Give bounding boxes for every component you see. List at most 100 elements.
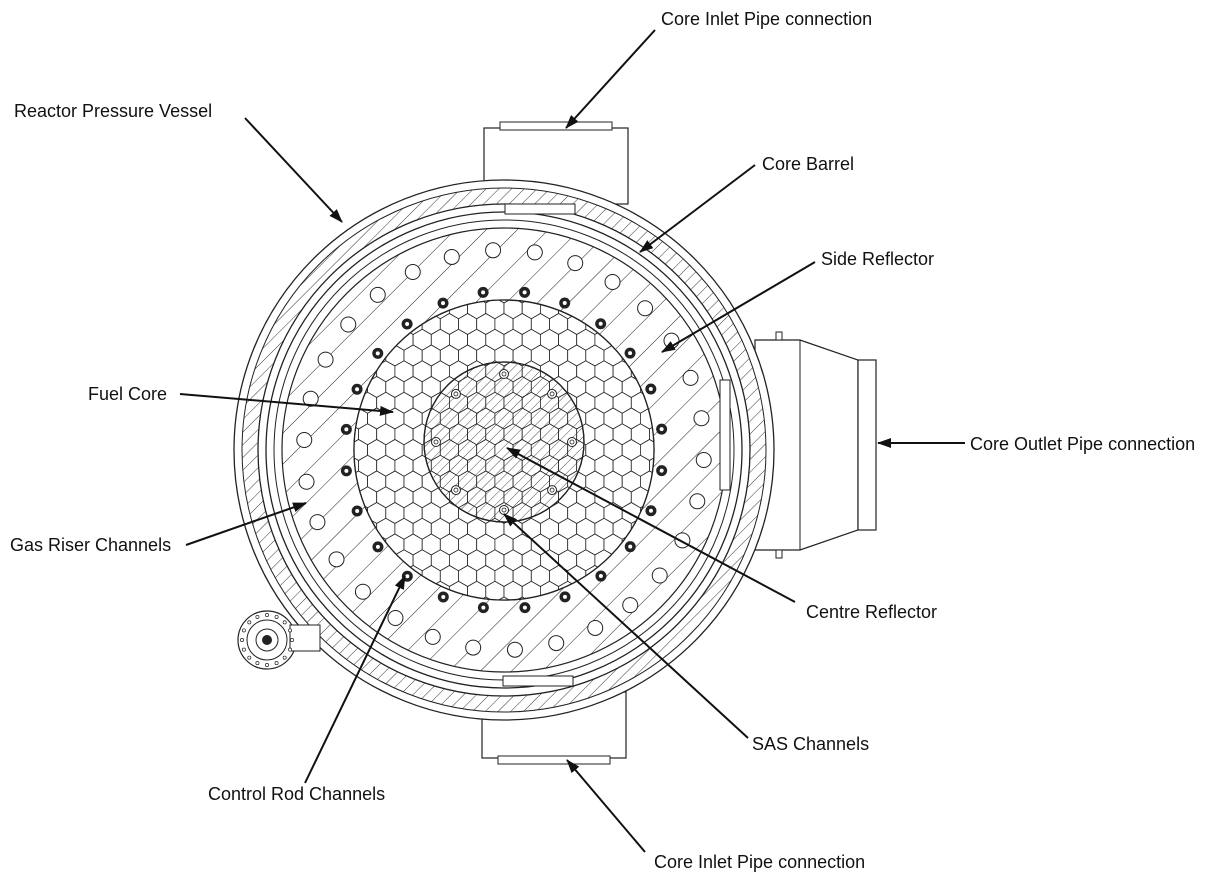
control-rod-channel-bore <box>562 301 567 306</box>
sas-channel-bore <box>549 391 555 397</box>
gas-riser-channel <box>298 473 315 490</box>
arrow-centre-reflector <box>506 447 796 603</box>
arrow-vessel <box>244 117 343 223</box>
gas-riser-channel <box>485 242 502 259</box>
label-vessel: Reactor Pressure Vessel <box>14 101 212 121</box>
sas-channels <box>431 369 577 515</box>
mechanism-bolt <box>265 613 269 617</box>
control-rod-channel-bore <box>375 544 380 549</box>
control-rod-channel-bore <box>659 468 664 473</box>
sas-channel-bore <box>453 391 459 397</box>
control-rod-channel-bore <box>562 594 567 599</box>
arrow-gas-riser <box>185 502 307 546</box>
label-control-rod: Control Rod Channels <box>208 784 385 804</box>
gas-riser-channel <box>387 609 404 626</box>
sas-channel <box>431 437 441 447</box>
gas-riser-channel <box>354 583 371 600</box>
gas-riser-channel <box>309 514 326 531</box>
gas-riser-channel <box>622 597 639 614</box>
control-rod-channel-bore <box>375 351 380 356</box>
control-rod-channel-bore <box>481 605 486 610</box>
mechanism-bolt <box>288 628 293 633</box>
sas-channel <box>450 388 461 399</box>
gas-riser-channel <box>506 641 523 658</box>
gas-riser-channel <box>587 619 604 636</box>
gas-riser-channel <box>548 635 565 652</box>
control-rod-channel-bore <box>659 427 664 432</box>
label-inlet-top: Core Inlet Pipe connection <box>661 9 872 29</box>
outlet-nozzle <box>754 331 877 559</box>
arrow-fuel-core <box>179 393 394 416</box>
sas-channel <box>499 369 509 379</box>
label-inlet-bottom: Core Inlet Pipe connection <box>654 852 865 872</box>
sas-channel-bore <box>569 439 575 445</box>
gas-riser-channel <box>651 567 668 584</box>
arrow-side-reflector <box>661 261 816 353</box>
mechanism-bolt <box>255 614 260 619</box>
control-rod-channel-bore <box>344 468 349 473</box>
leader-lines <box>179 29 965 853</box>
control-rod-channel-bore <box>355 508 360 513</box>
control-rod-channel-bore <box>344 427 349 432</box>
control-rod-channel-bore <box>628 351 633 356</box>
mechanism-bolt <box>255 661 260 666</box>
control-rod-channel-bore <box>441 594 446 599</box>
control-rod-channel-bore <box>481 290 486 295</box>
fuel-block-hex <box>512 596 532 600</box>
gas-riser-channel <box>526 244 543 261</box>
mechanism-bolt <box>282 620 287 625</box>
gas-riser-channel <box>404 264 421 281</box>
gas-riser-channel <box>302 390 319 407</box>
control-rod-channel-bore <box>405 574 410 579</box>
drive-mechanism <box>237 610 321 670</box>
mechanism-bolt <box>290 638 294 642</box>
sas-channel-bore <box>453 487 459 493</box>
sas-channel <box>547 388 558 399</box>
fuel-block-hex <box>476 596 496 600</box>
control-rod-channel-bore <box>648 387 653 392</box>
sas-channel-bore <box>549 487 555 493</box>
control-rod-channel-bore <box>405 321 410 326</box>
mechanism-bolt <box>274 661 279 666</box>
fuel-block-hex <box>494 596 514 600</box>
gas-riser-channel <box>340 316 357 333</box>
control-rod-channels <box>340 286 668 614</box>
control-rod-channel-bore <box>441 301 446 306</box>
label-centre-reflector: Centre Reflector <box>806 602 937 622</box>
arrow-inlet-bottom <box>566 759 646 853</box>
gas-riser-channel <box>424 628 441 645</box>
mechanism-bolt <box>240 638 244 642</box>
label-barrel: Core Barrel <box>762 154 854 174</box>
control-rod-channel-bore <box>598 321 603 326</box>
label-outlet: Core Outlet Pipe connection <box>970 434 1195 454</box>
control-rod-channel-bore <box>598 574 603 579</box>
gas-riser-channel <box>567 255 584 272</box>
gas-riser-channel <box>296 432 313 449</box>
sas-channel <box>547 485 558 496</box>
gas-riser-channel <box>682 369 699 386</box>
gas-riser-channel <box>695 451 712 468</box>
mechanism-bolt <box>241 628 246 633</box>
sas-channel-bore <box>433 439 439 445</box>
gas-riser-channel <box>689 493 706 510</box>
gas-riser-channel <box>637 300 654 317</box>
mechanism-bolt <box>288 647 293 652</box>
arrow-control-rod <box>304 575 406 784</box>
gas-riser-channel <box>369 286 386 303</box>
sas-channel <box>450 485 461 496</box>
gas-riser-channels <box>296 242 712 658</box>
control-rod-channel-bore <box>648 508 653 513</box>
gas-riser-channel <box>317 351 334 368</box>
mechanism-bolt <box>247 655 252 660</box>
control-rod-channel-bore <box>522 290 527 295</box>
control-rod-channel-bore <box>628 544 633 549</box>
centre-reflector <box>423 361 585 523</box>
sas-channel-bore <box>501 371 507 377</box>
sas-channel-bore <box>501 507 507 513</box>
sas-channel <box>499 505 509 515</box>
mechanism-bolt <box>282 655 287 660</box>
labels: Core Inlet Pipe connection Reactor Press… <box>10 9 1195 872</box>
arrow-sas <box>503 513 749 739</box>
gas-riser-channel <box>604 274 621 291</box>
